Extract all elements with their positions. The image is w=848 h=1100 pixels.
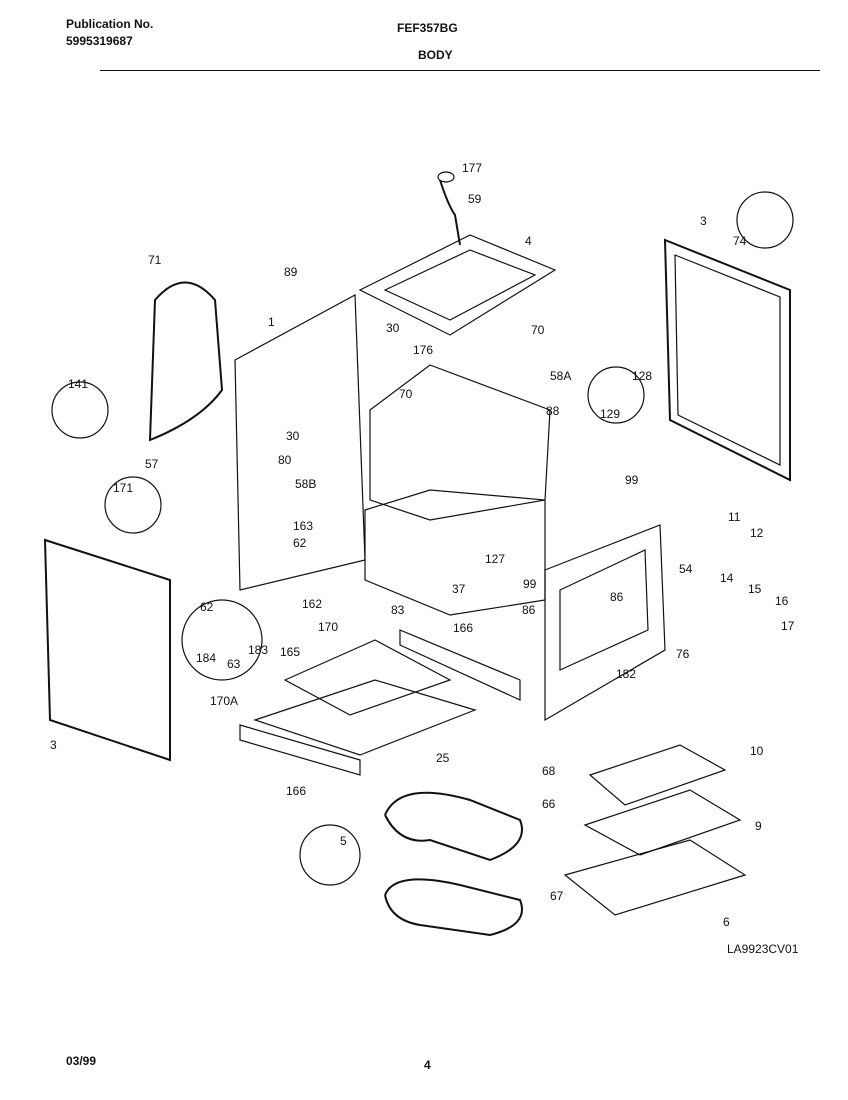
part-label: 176 xyxy=(413,343,433,357)
section-title: BODY xyxy=(418,48,453,62)
bake-element-lower xyxy=(384,878,523,937)
oven-bottom xyxy=(253,679,477,756)
part-label: 58B xyxy=(295,477,316,491)
part-label: 166 xyxy=(453,621,473,635)
door-frame-right xyxy=(544,524,666,722)
part-label: 171 xyxy=(113,481,133,495)
drawing-lines xyxy=(43,171,794,937)
vent-cap xyxy=(437,171,455,183)
part-label: 63 xyxy=(227,657,241,671)
part-label: 57 xyxy=(145,457,159,471)
part-label: 80 xyxy=(278,453,292,467)
part-label: 163 xyxy=(293,519,313,533)
part-label: 89 xyxy=(284,265,298,279)
part-label: 17 xyxy=(781,619,795,633)
part-label: 99 xyxy=(523,577,537,591)
part-label: 3 xyxy=(700,214,707,228)
oven-liner xyxy=(369,364,551,521)
part-label: 4 xyxy=(525,234,532,248)
part-label: 1 xyxy=(268,315,275,329)
part-label: 170 xyxy=(318,620,338,634)
part-label: 3 xyxy=(50,738,57,752)
part-label: 141 xyxy=(68,377,88,391)
part-label: 83 xyxy=(391,603,405,617)
part-label: 16 xyxy=(775,594,789,608)
part-label: 12 xyxy=(750,526,764,540)
part-label: 58A xyxy=(550,369,571,383)
part-label: 30 xyxy=(286,429,300,443)
part-label: 70 xyxy=(531,323,545,337)
part-label: 37 xyxy=(452,582,466,596)
bake-element-upper xyxy=(384,791,523,862)
part-label: 127 xyxy=(485,552,505,566)
diagram-code: LA9923CV01 xyxy=(727,942,799,956)
part-label: 5 xyxy=(340,834,347,848)
callout-141 xyxy=(51,381,109,439)
part-label: 128 xyxy=(632,369,652,383)
part-label: 30 xyxy=(386,321,400,335)
part-label: 162 xyxy=(302,597,322,611)
callout-74 xyxy=(736,191,794,249)
part-label: 86 xyxy=(522,603,536,617)
callout-171 xyxy=(104,476,162,534)
part-label: 54 xyxy=(679,562,693,576)
part-label: 67 xyxy=(550,889,564,903)
back-panel-inner xyxy=(674,254,781,466)
side-panel-left xyxy=(43,538,171,762)
part-label: 71 xyxy=(148,253,162,267)
part-label: 183 xyxy=(248,643,268,657)
part-label: 76 xyxy=(676,647,690,661)
callout-128 xyxy=(587,366,645,424)
part-label: 170A xyxy=(210,694,238,708)
callout-5 xyxy=(299,824,361,886)
broil-pan-insert xyxy=(588,744,727,806)
part-label: 88 xyxy=(546,404,560,418)
part-label: 182 xyxy=(616,667,636,681)
part-label: 15 xyxy=(748,582,762,596)
part-label: 129 xyxy=(600,407,620,421)
insulation-pad xyxy=(283,639,452,716)
part-label: 25 xyxy=(436,751,450,765)
part-label: 166 xyxy=(286,784,306,798)
part-label: 86 xyxy=(610,590,624,604)
part-label: 9 xyxy=(755,819,762,833)
drawer-rail xyxy=(399,629,521,701)
bottom-rail xyxy=(239,724,361,776)
header-rule xyxy=(100,70,820,71)
part-label: 68 xyxy=(542,764,556,778)
oven-rack xyxy=(563,839,747,916)
side-panel-insulation xyxy=(148,281,224,442)
part-label: 6 xyxy=(723,915,730,929)
part-label: 184 xyxy=(196,651,216,665)
part-label: 11 xyxy=(728,510,741,524)
part-label: 177 xyxy=(462,161,482,175)
publication-number: 5995319687 xyxy=(66,34,133,48)
part-label: 165 xyxy=(280,645,300,659)
part-label: 66 xyxy=(542,797,556,811)
part-label: 14 xyxy=(720,571,734,585)
vent-tube xyxy=(439,179,461,246)
part-label: 70 xyxy=(399,387,413,401)
part-label: 74 xyxy=(733,234,747,248)
top-panel xyxy=(358,234,557,336)
broil-pan xyxy=(583,789,742,856)
page-number: 4 xyxy=(424,1058,431,1072)
back-panel xyxy=(663,238,791,482)
model-number: FEF357BG xyxy=(397,21,458,35)
oven-cavity-front xyxy=(364,489,546,616)
part-label: 59 xyxy=(468,192,482,206)
callout-electrical xyxy=(181,599,263,681)
part-label: 62 xyxy=(293,536,307,550)
top-panel-inner xyxy=(383,249,537,321)
door-window xyxy=(559,549,649,671)
part-label: 99 xyxy=(625,473,639,487)
part-label: 10 xyxy=(750,744,764,758)
footer-date: 03/99 xyxy=(66,1054,97,1068)
part-label: 62 xyxy=(200,600,214,614)
publication-label: Publication No. xyxy=(66,17,154,31)
